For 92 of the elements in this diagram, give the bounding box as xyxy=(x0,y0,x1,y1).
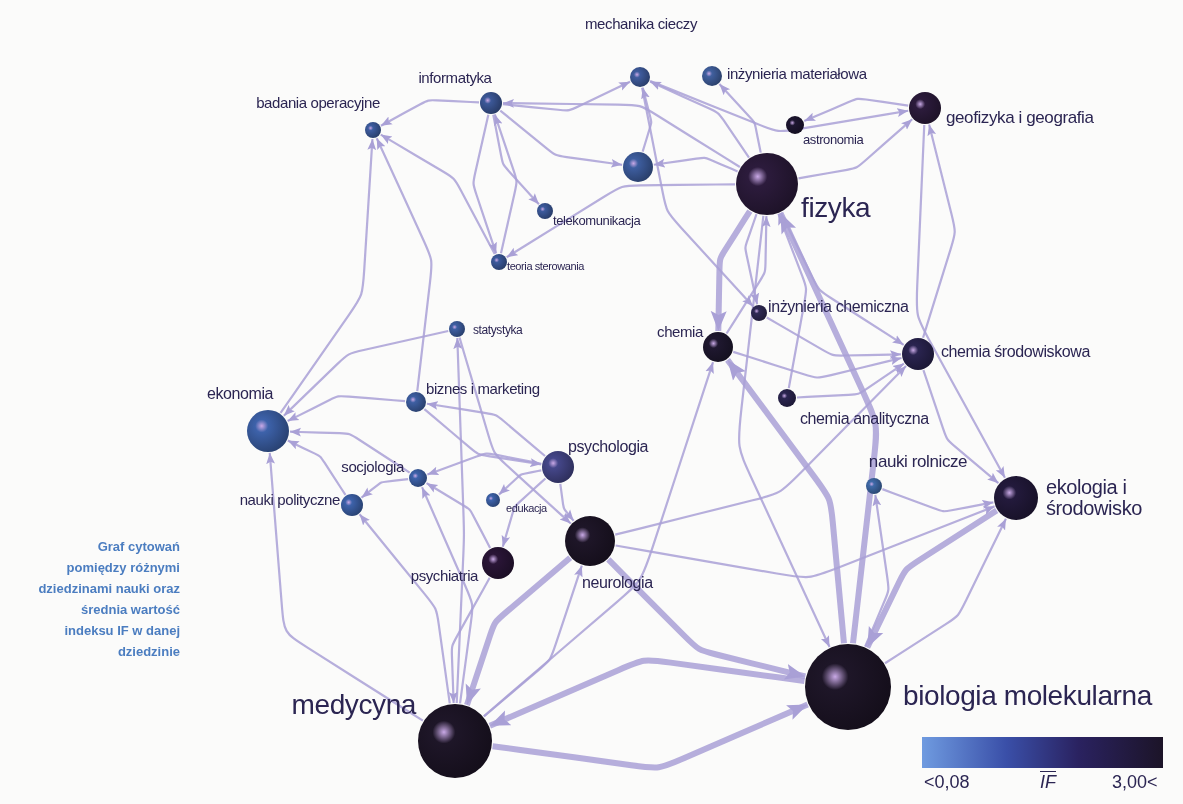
citation-arrow xyxy=(606,557,806,680)
node-label: nauki polityczne xyxy=(239,492,340,508)
citation-arrow xyxy=(375,137,433,392)
node-label: chemia środowiskowa xyxy=(941,343,1090,361)
citation-arrow xyxy=(615,505,995,579)
citation-arrow xyxy=(493,114,518,254)
citation-arrow xyxy=(503,98,741,168)
node-label: mechanika cieczy xyxy=(585,16,697,32)
citation-arrow xyxy=(483,565,583,718)
citation-arrow xyxy=(725,215,771,335)
citation-arrow xyxy=(499,109,623,168)
citation-arrow xyxy=(798,118,913,180)
citation-arrow xyxy=(559,483,575,522)
citation-arrow xyxy=(358,513,451,704)
scale-label: <0,08 xyxy=(924,772,970,793)
citation-arrow xyxy=(796,362,905,399)
node-label: edukacja xyxy=(506,503,547,515)
citation-arrow xyxy=(453,337,466,704)
citation-arrow xyxy=(289,427,411,474)
node-label: biznes i marketing xyxy=(426,381,540,397)
citation-arrow xyxy=(266,452,424,722)
citation-arrow xyxy=(915,124,1006,479)
citation-arrow xyxy=(803,97,909,123)
node-label: geofizyka i geografia xyxy=(946,109,1094,127)
citation-arrow xyxy=(864,494,890,647)
node-label: socjologia xyxy=(341,459,404,475)
node-label: inżynieria chemiczna xyxy=(768,298,909,316)
node-label: nauki rolnicze xyxy=(868,453,968,471)
node-label: neurologia xyxy=(582,574,653,592)
citation-arrow xyxy=(287,395,406,423)
node-label: psychologia xyxy=(568,438,649,456)
node-label: informatyka xyxy=(418,70,492,86)
scale-label: 3,00< xyxy=(1112,772,1158,793)
citation-arrow xyxy=(283,329,449,417)
node-label: ekonomia xyxy=(206,385,274,403)
node-label: chemia xyxy=(657,324,703,340)
citation-arrow xyxy=(614,365,907,536)
node-label: chemia analityczna xyxy=(800,410,929,428)
citation-arrow xyxy=(777,211,880,644)
scale-label: IF xyxy=(1040,772,1056,793)
citation-arrow xyxy=(710,209,753,332)
citation-arrow xyxy=(864,507,999,649)
citation-arrow xyxy=(502,80,631,112)
citation-arrow xyxy=(464,555,573,706)
citation-arrow xyxy=(426,482,492,549)
citation-arrow xyxy=(732,350,902,379)
citation-arrow xyxy=(427,452,542,476)
citation-arrow xyxy=(922,369,1000,485)
node-label: ekologia i środowisko xyxy=(1046,477,1144,519)
citation-arrow xyxy=(641,87,754,308)
node-label: psychiatria xyxy=(410,568,478,584)
citation-arrow xyxy=(882,488,994,513)
citation-arrow xyxy=(458,337,572,525)
node-label: astronomia xyxy=(803,133,864,147)
node-label: medycyna xyxy=(291,690,416,720)
node-label: statystyka xyxy=(473,323,523,337)
citation-arrow xyxy=(380,99,480,127)
citation-arrow xyxy=(506,183,735,259)
citation-arrow xyxy=(744,213,760,305)
citation-arrow xyxy=(360,478,409,499)
citation-arrow xyxy=(483,361,715,718)
citation-arrow xyxy=(492,114,540,206)
citation-arrow xyxy=(498,469,542,496)
citation-arrow xyxy=(766,316,902,359)
citation-arrow xyxy=(922,124,956,339)
citation-arrow xyxy=(718,83,762,153)
citation-arrow xyxy=(492,701,809,771)
citation-arrow xyxy=(884,518,1007,665)
citation-arrow xyxy=(501,477,547,547)
citation-arrow xyxy=(649,80,909,133)
citation-arrow xyxy=(641,87,653,152)
node-label: badania operacyjne xyxy=(256,95,380,111)
citation-arrow xyxy=(649,80,750,159)
caption: Graf cytowań pomiędzy różnymi dziedzinami nauki oraz średnia wartość indeksu IF w danej dziedzinie xyxy=(38,538,180,661)
node-label: telekomunikacja xyxy=(553,214,641,228)
citation-arrow xyxy=(287,439,347,496)
citation-arrow xyxy=(472,114,498,254)
citation-arrow xyxy=(421,486,474,704)
citation-arrow xyxy=(725,358,847,644)
citation-arrow xyxy=(380,133,496,255)
node-label: biologia molekularna xyxy=(903,681,1152,711)
citation-arrow xyxy=(426,401,546,457)
node-label: teoria sterowania xyxy=(507,261,584,273)
node-label: inżynieria materiałowa xyxy=(727,66,867,82)
citation-arrow xyxy=(448,577,491,704)
citation-arrow xyxy=(737,215,831,648)
node-label: fizyka xyxy=(801,193,871,223)
citation-arrow xyxy=(777,213,808,389)
citation-arrow xyxy=(488,657,805,729)
citation-arrow xyxy=(423,408,542,467)
citation-arrow xyxy=(653,156,738,173)
citation-arrow xyxy=(279,138,377,414)
